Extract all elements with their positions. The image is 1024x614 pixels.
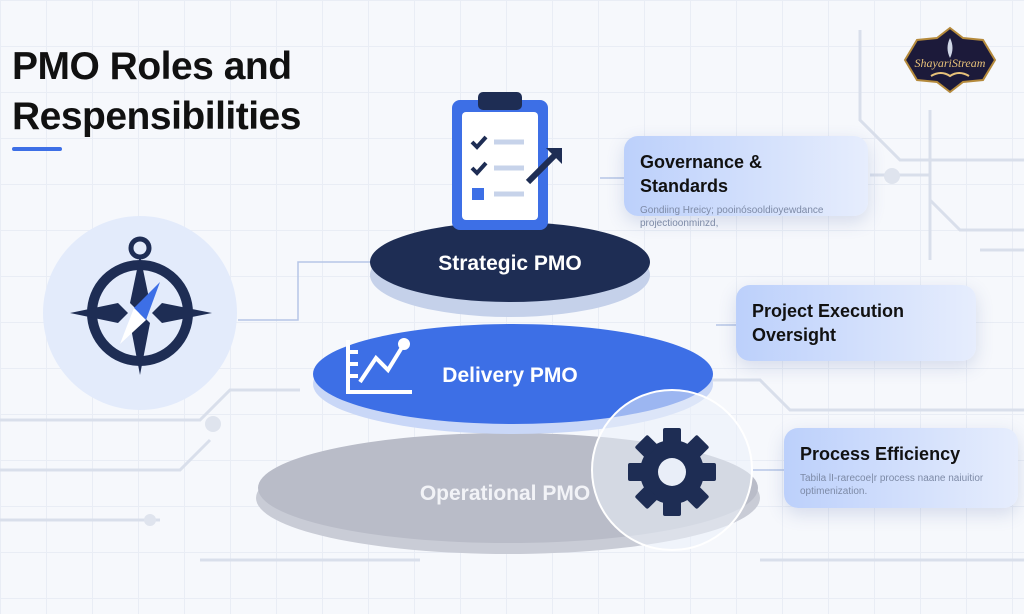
label-operational: Operational PMO — [419, 482, 591, 505]
title-underline — [12, 147, 62, 151]
page-title: PMO Roles and Respensibilities — [12, 42, 301, 142]
card-project-execution: Project Execution Oversight — [736, 285, 976, 361]
card-title: Process Efficiency — [800, 444, 961, 464]
card-governance: Governance & Standards Gondiing Hreicy; … — [624, 136, 868, 229]
layer-delivery — [313, 324, 713, 424]
card-process-efficiency: Process Efficiency Tabila lI-rarecoe|r p… — [784, 428, 1018, 508]
shayaristream-logo: ShayariStream — [903, 26, 997, 94]
card-title: Project Execution Oversight — [752, 301, 905, 345]
card-title: Governance & Standards — [640, 152, 763, 196]
card-desc: Tabila lI-rarecoe|r process naane naiuit… — [800, 473, 984, 497]
label-delivery: Delivery PMO — [442, 364, 578, 387]
title-line-1: PMO Roles and — [12, 45, 292, 88]
layer-strategic — [370, 222, 650, 302]
growth-chart-icon — [346, 338, 412, 394]
card-desc: Gondiing Hreicy; pooinósooldioyewdance p… — [640, 205, 824, 229]
svg-text:ShayariStream: ShayariStream — [915, 56, 986, 70]
compass-icon — [43, 216, 237, 410]
title-line-2: Respensibilities — [12, 95, 301, 138]
clipboard-checklist-icon — [452, 92, 562, 230]
label-strategic: Strategic PMO — [438, 252, 582, 275]
gear-icon — [591, 389, 753, 551]
